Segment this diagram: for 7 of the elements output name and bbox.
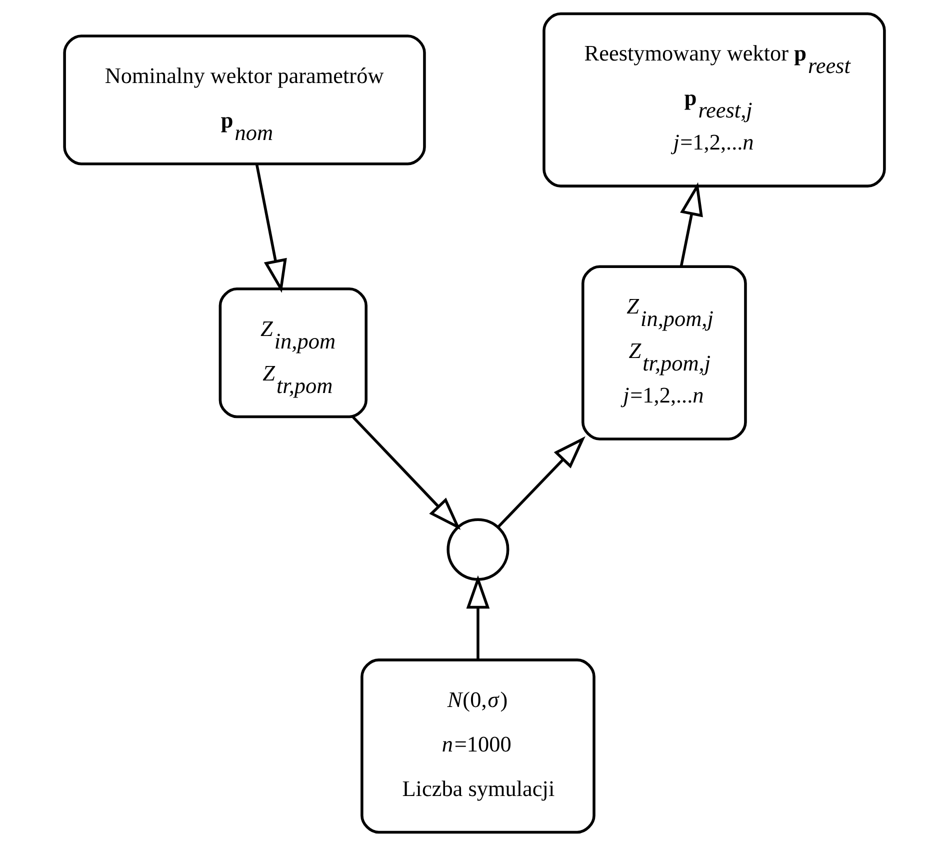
- arrow: [496, 436, 585, 528]
- arrow: [466, 575, 490, 660]
- arrow: [254, 164, 286, 293]
- node-circle: [446, 518, 509, 581]
- arrow: [352, 416, 460, 530]
- arrow: [679, 182, 702, 267]
- node-box: N(0,σ) n=1000 Liczba symulacji: [360, 658, 595, 834]
